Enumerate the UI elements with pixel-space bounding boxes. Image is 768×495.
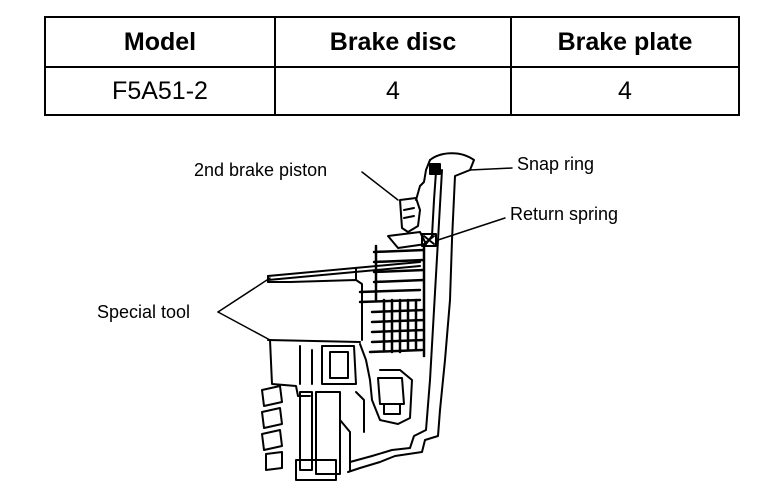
table-row: F5A51-2 4 4 bbox=[44, 66, 740, 116]
brake-piston bbox=[387, 197, 427, 249]
snap-ring bbox=[429, 163, 441, 175]
cell-brake-disc: 4 bbox=[274, 66, 512, 116]
header-brake-plate: Brake plate bbox=[510, 16, 740, 68]
header-model: Model bbox=[44, 16, 276, 68]
bearing-detail bbox=[261, 385, 283, 471]
label-snap-ring: Snap ring bbox=[517, 154, 595, 174]
leader-piston bbox=[361, 171, 399, 201]
cell-model: F5A51-2 bbox=[44, 66, 276, 116]
leader-tool-lower bbox=[217, 311, 271, 341]
special-tool bbox=[267, 261, 421, 343]
header-brake-disc: Brake disc bbox=[274, 16, 512, 68]
cell-brake-plate: 4 bbox=[510, 66, 740, 116]
label-2nd-brake-piston: 2nd brake piston bbox=[194, 160, 328, 180]
brake-disc-stack bbox=[358, 244, 426, 358]
label-special-tool: Special tool bbox=[97, 302, 191, 322]
inner-hub bbox=[269, 339, 413, 481]
specification-table: Model Brake disc Brake plate F5A51-2 4 4 bbox=[44, 16, 740, 116]
table-header-row: Model Brake disc Brake plate bbox=[44, 16, 740, 68]
transmission-housing bbox=[347, 152, 475, 473]
leader-return-spring bbox=[437, 217, 506, 241]
leader-tool-upper bbox=[217, 277, 271, 313]
return-spring bbox=[421, 233, 437, 247]
label-return-spring: Return spring bbox=[510, 204, 619, 224]
leader-snap-ring bbox=[469, 167, 513, 171]
leader-lines bbox=[217, 167, 513, 341]
